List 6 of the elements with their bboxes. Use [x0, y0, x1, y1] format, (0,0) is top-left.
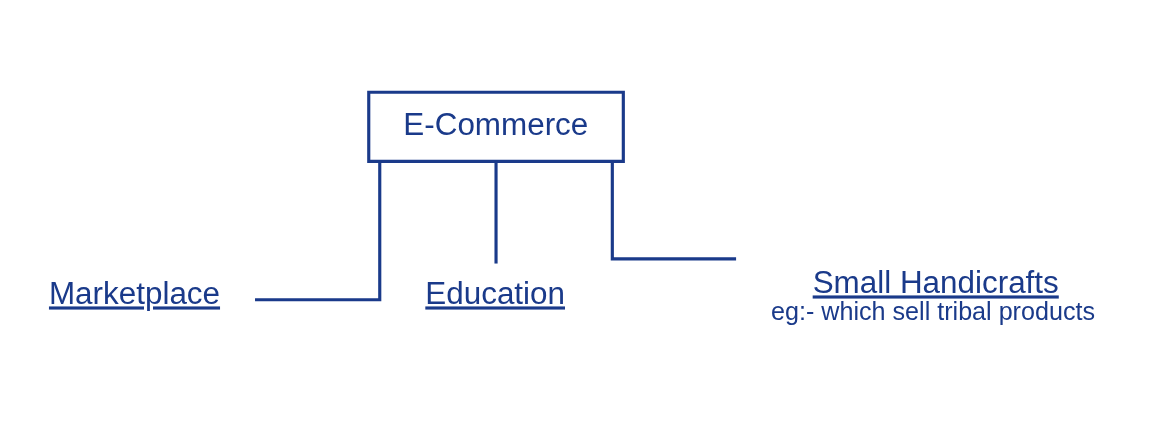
node-text: Marketplace: [48, 275, 221, 311]
connector: [255, 161, 382, 301]
node-text: Education: [425, 275, 566, 311]
connector: [610, 161, 737, 260]
connector: [494, 161, 498, 264]
node-box: E-Commerce: [367, 90, 625, 163]
